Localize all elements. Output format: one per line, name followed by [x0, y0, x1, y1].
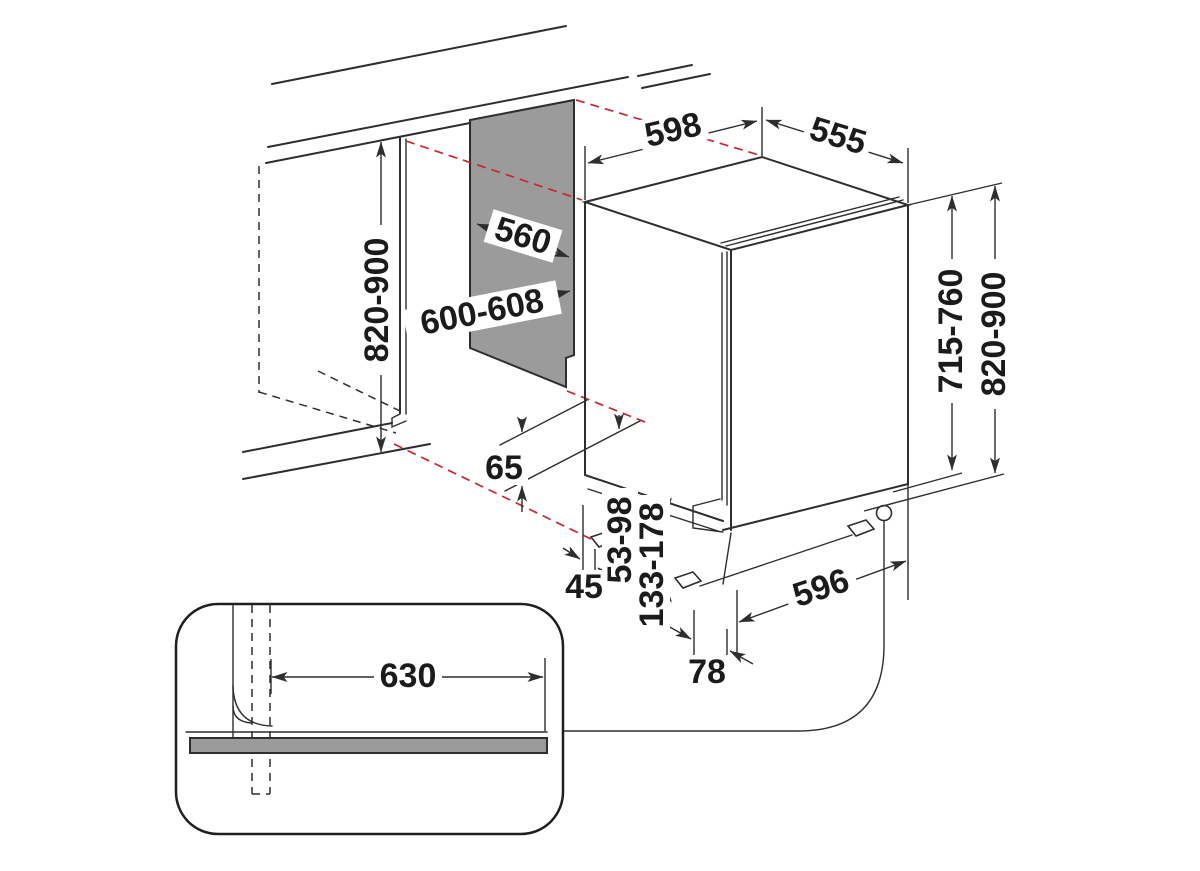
svg-text:78: 78 — [688, 653, 726, 691]
appliance-depth-label: 555 — [800, 110, 876, 163]
cutout-height-label: 820-900 — [358, 225, 396, 375]
svg-text:45: 45 — [565, 568, 603, 606]
svg-text:598: 598 — [641, 105, 705, 155]
svg-text:820-900: 820-900 — [975, 272, 1013, 397]
svg-text:53-98: 53-98 — [601, 497, 639, 584]
svg-text:715-760: 715-760 — [932, 269, 970, 394]
svg-text:65: 65 — [485, 449, 523, 487]
front-foot-offset-label: 78 — [683, 653, 731, 691]
base-depth-label: 596 — [781, 560, 861, 616]
counter-and-cabinet-lines — [242, 25, 711, 480]
drain-hose-height-label: 630 — [374, 657, 442, 695]
appliance-width-label: 598 — [636, 105, 710, 155]
dimensions: 598 555 560 600-608 820-900 — [358, 105, 1013, 691]
svg-text:555: 555 — [805, 110, 870, 163]
svg-text:820-900: 820-900 — [358, 238, 396, 363]
base-clearance-label: 65 — [480, 449, 528, 487]
svg-text:630: 630 — [380, 657, 437, 695]
svg-text:596: 596 — [788, 561, 854, 615]
plinth-min-label: 53-98 — [601, 488, 639, 592]
drain-connection-inset: 630 — [174, 602, 565, 836]
overall-height-label: 820-900 — [975, 259, 1013, 409]
floor-section — [189, 737, 548, 754]
appliance-height-label: 715-760 — [932, 259, 970, 403]
svg-text:133-178: 133-178 — [633, 503, 671, 628]
plinth-max-label: 133-178 — [633, 495, 671, 635]
foot-inset-label: 45 — [560, 568, 608, 606]
drain-hose — [562, 520, 885, 732]
